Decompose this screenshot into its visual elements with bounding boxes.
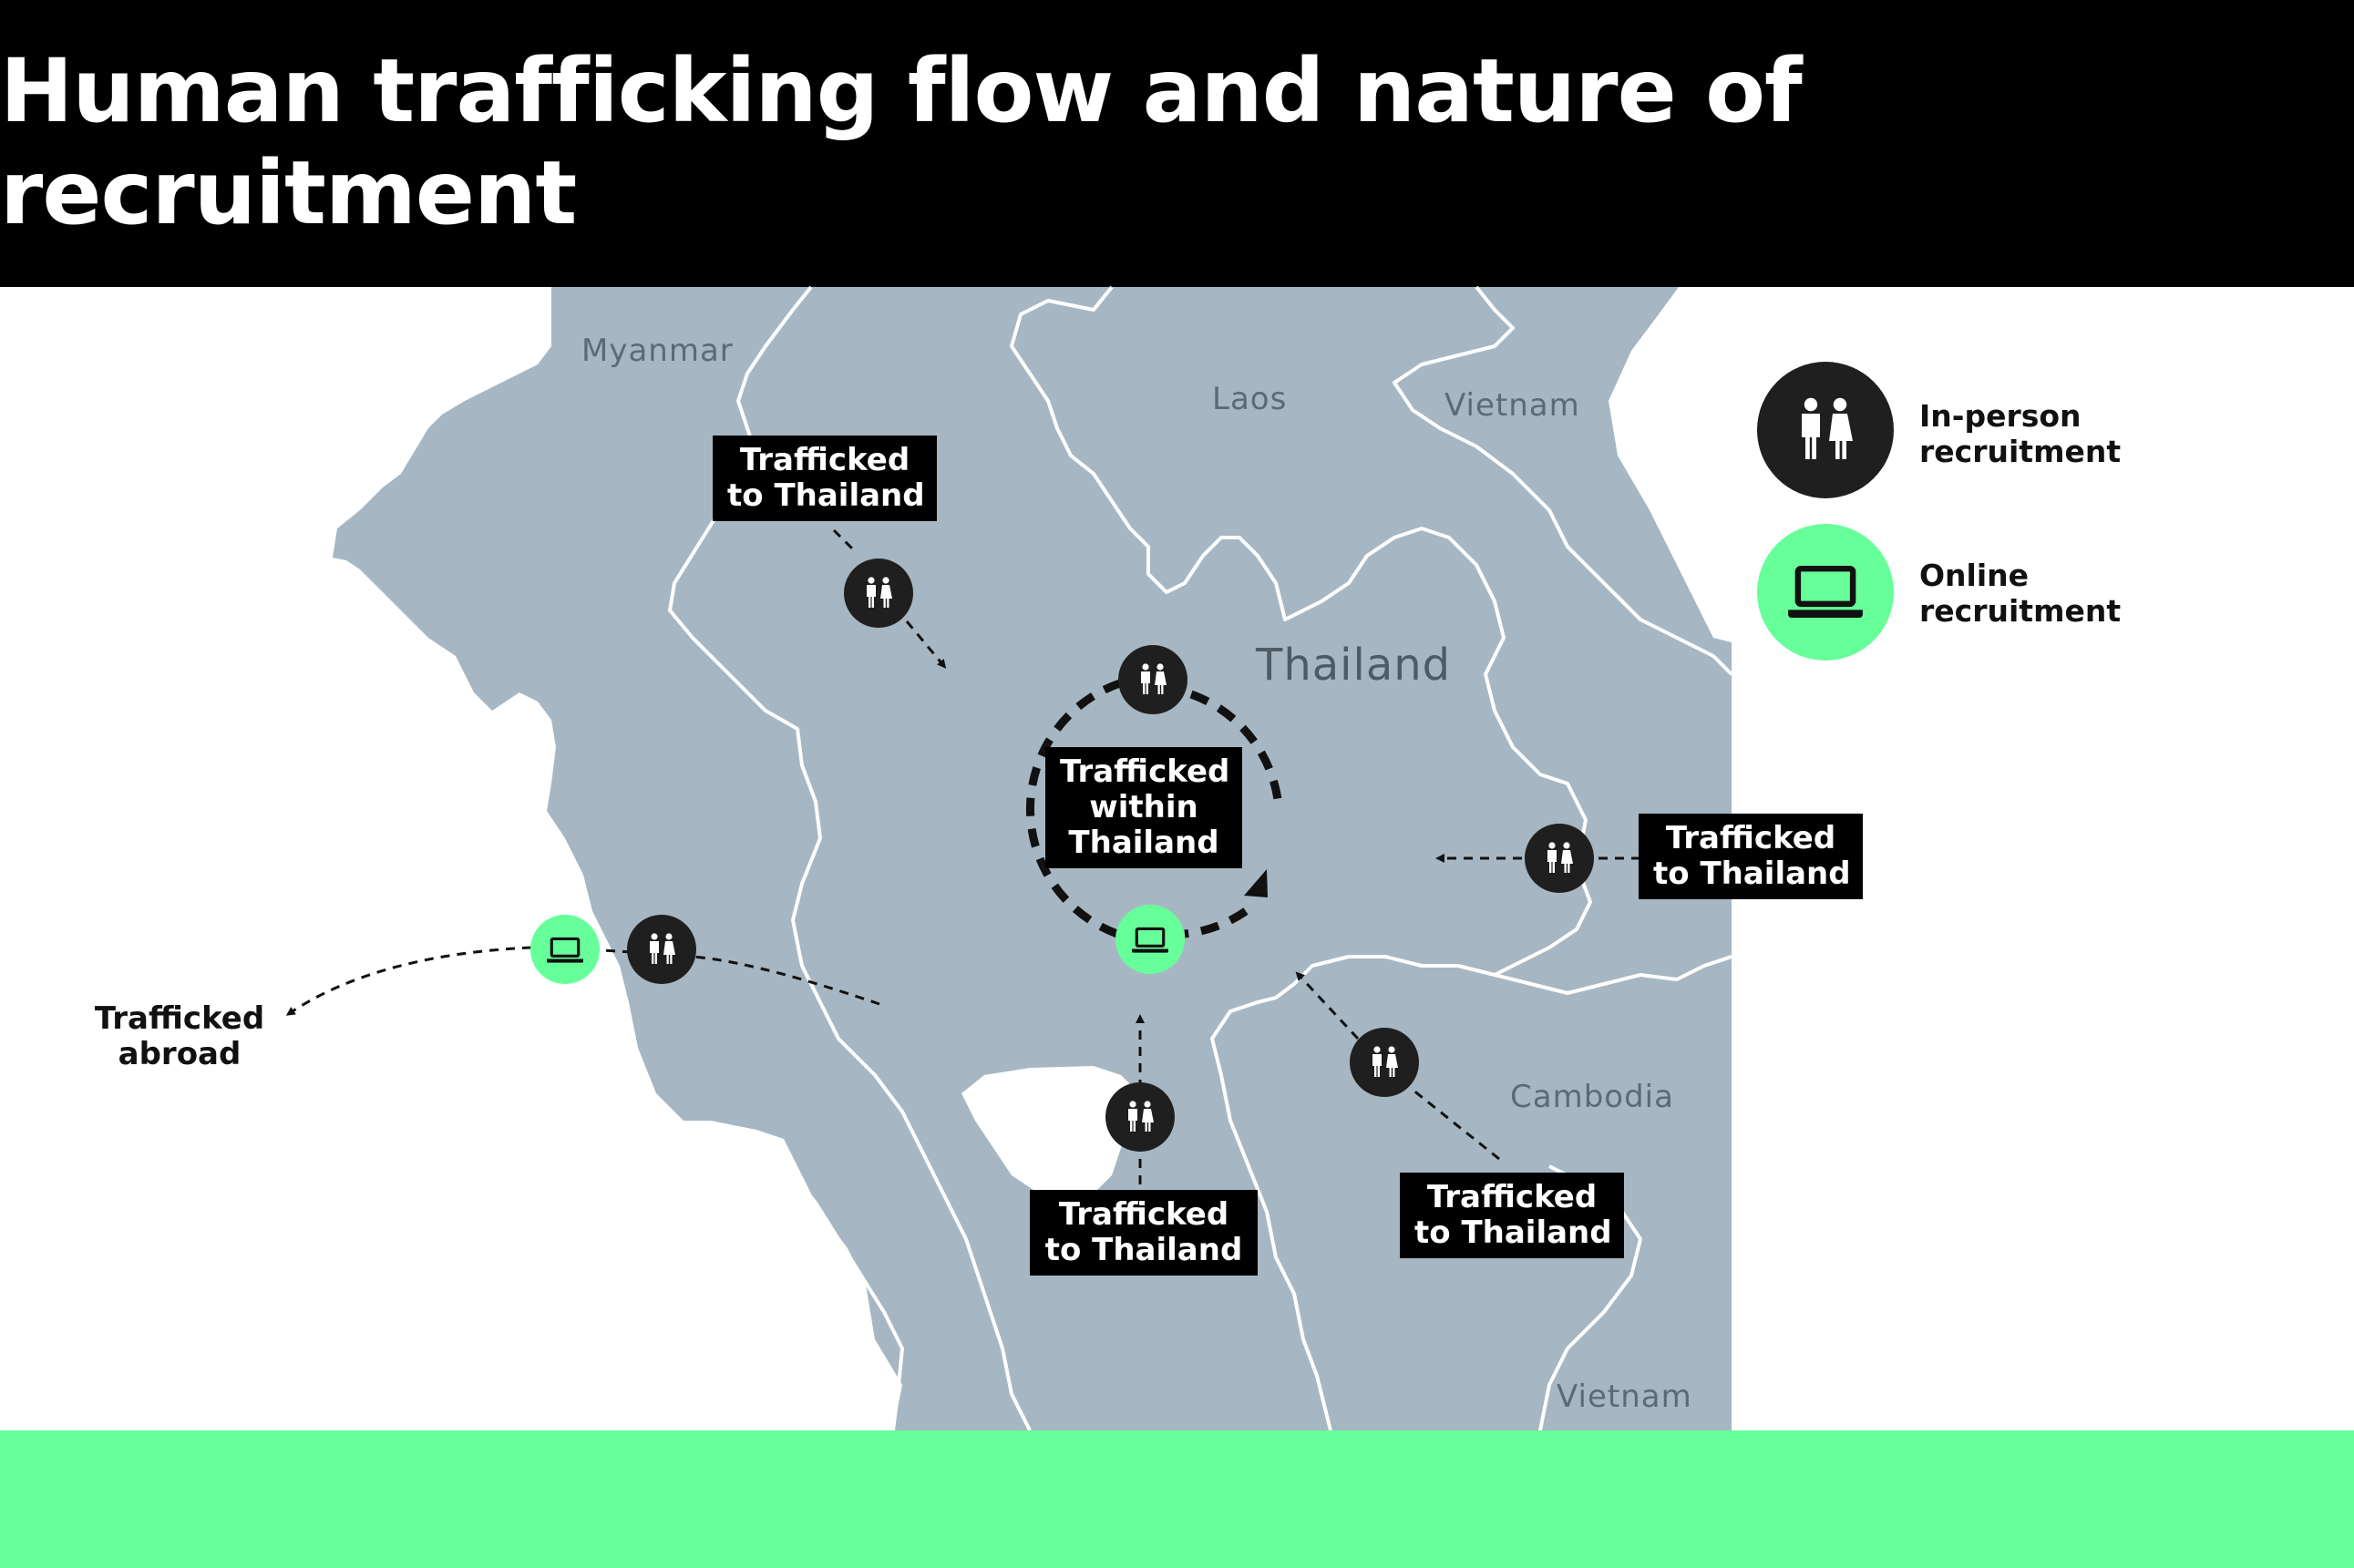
in-person-marker-south bbox=[1105, 1082, 1175, 1152]
country-label-vietnam-south: Vietnam bbox=[1557, 1378, 1692, 1415]
flow-abroad bbox=[285, 946, 880, 1016]
legend-online-label: Online recruitment bbox=[1919, 558, 2121, 629]
in-person-marker-myanmar bbox=[844, 559, 913, 628]
loop-arrowhead bbox=[1244, 869, 1268, 897]
in-person-marker-abroad bbox=[627, 915, 696, 984]
in-person-marker-within bbox=[1118, 645, 1187, 714]
flow-label-south-to-thailand: Trafficked to Thailand bbox=[1030, 1190, 1258, 1276]
flow-label-line: to Thailand bbox=[727, 477, 925, 514]
country-label-myanmar: Myanmar bbox=[581, 333, 734, 369]
flow-label-line: within bbox=[1089, 789, 1198, 825]
legend-line: In-person bbox=[1919, 398, 2082, 434]
flow-label-line: to Thailand bbox=[1414, 1214, 1612, 1251]
online-marker-abroad bbox=[530, 915, 600, 984]
flow-label-line: Trafficked bbox=[739, 442, 910, 478]
flow-label-line: Trafficked bbox=[1426, 1179, 1598, 1215]
flow-label-cambodia-to-thailand: Trafficked to Thailand bbox=[1400, 1173, 1624, 1258]
legend-line: Online bbox=[1919, 558, 2030, 593]
legend-line: recruitment bbox=[1919, 434, 2122, 469]
in-person-marker-cambodia bbox=[1350, 1028, 1419, 1097]
flow-cambodia-to-thailand bbox=[1295, 971, 1500, 1161]
legend-line: recruitment bbox=[1919, 593, 2122, 629]
flow-label-abroad: Trafficked abroad bbox=[84, 1001, 275, 1072]
flow-label-line: Thailand bbox=[1068, 825, 1219, 861]
flow-label-line: Trafficked bbox=[1665, 820, 1836, 856]
legend-in-person-icon bbox=[1757, 362, 1894, 498]
legend-online-icon bbox=[1757, 524, 1894, 661]
in-person-marker-laos bbox=[1525, 824, 1594, 893]
flow-label-myanmar-to-thailand: Trafficked to Thailand bbox=[713, 436, 937, 521]
country-label-thailand: Thailand bbox=[1256, 640, 1452, 691]
flow-myanmar-to-thailand bbox=[832, 528, 947, 669]
flow-label-line: Trafficked bbox=[1060, 753, 1230, 790]
flow-label-line: abroad bbox=[118, 1036, 242, 1072]
country-label-vietnam-north: Vietnam bbox=[1444, 387, 1580, 424]
online-marker-within bbox=[1115, 905, 1185, 974]
legend-in-person-label: In-person recruitment bbox=[1919, 398, 2121, 469]
flow-label-line: Trafficked bbox=[1058, 1196, 1229, 1233]
flow-label-line: Trafficked bbox=[94, 1000, 265, 1037]
flow-label-line: to Thailand bbox=[1653, 856, 1851, 892]
page-title: Human trafficking flow and nature of rec… bbox=[0, 39, 1803, 244]
header-bar: Human trafficking flow and nature of rec… bbox=[0, 0, 2354, 287]
flow-label-within-thailand: Trafficked within Thailand bbox=[1045, 747, 1242, 868]
flow-label-laos-to-thailand: Trafficked to Thailand bbox=[1639, 814, 1863, 899]
flow-label-line: to Thailand bbox=[1044, 1232, 1243, 1268]
country-label-cambodia: Cambodia bbox=[1510, 1079, 1674, 1115]
country-label-laos: Laos bbox=[1212, 381, 1288, 417]
footer-band bbox=[0, 1430, 2354, 1568]
flow-within-thailand-loop bbox=[1025, 677, 1283, 938]
